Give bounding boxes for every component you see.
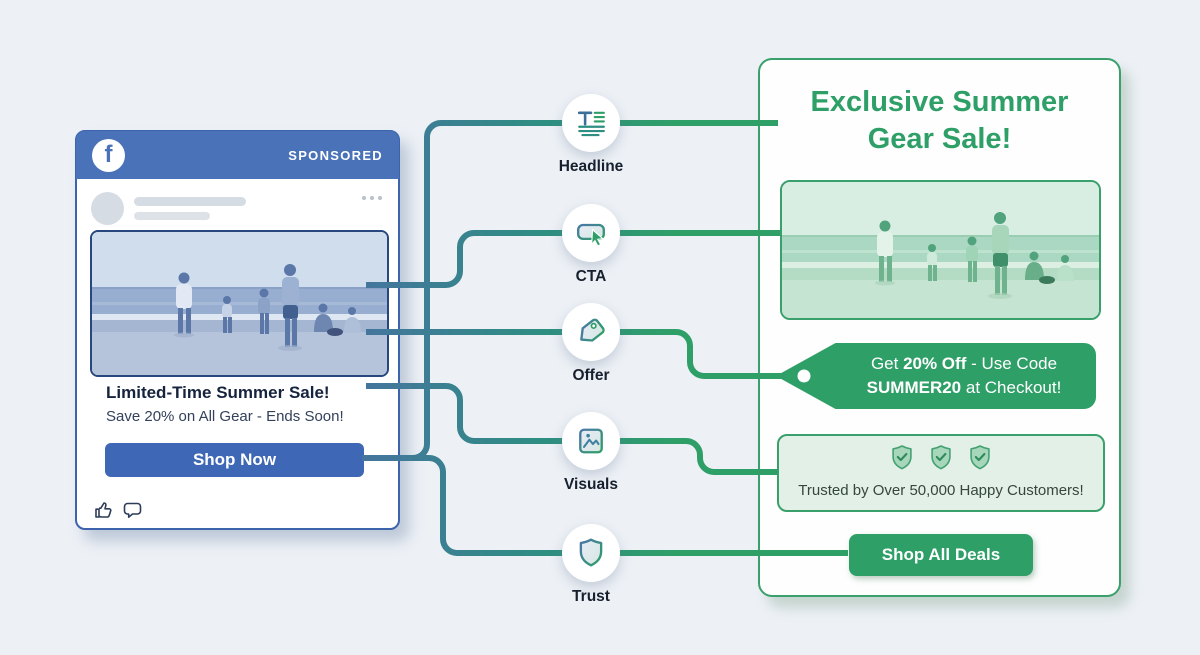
cta-node [562, 204, 620, 262]
offer-tag: Get 20% Off - Use Code SUMMER20 at Check… [778, 341, 1100, 411]
landing-beach-photo [780, 180, 1101, 320]
facebook-logo-letter: f [104, 141, 113, 168]
visuals-node [562, 412, 620, 470]
comment-icon[interactable] [123, 500, 143, 519]
offer-tag-text: Get 20% Off - Use Code SUMMER20 at Check… [866, 354, 1062, 397]
button-cursor-icon [577, 223, 605, 247]
ad-beach-photo [90, 230, 389, 377]
facebook-logo: f [92, 138, 125, 172]
more-options-icon[interactable] [362, 196, 382, 200]
headline-node-label: Headline [558, 158, 624, 175]
cta-node-label: CTA [575, 268, 607, 285]
trust-shield-check-icon [931, 445, 951, 470]
like-icon[interactable] [94, 500, 114, 519]
trust-shield-check-icon [970, 445, 990, 470]
landing-title: Exclusive Summer Gear Sale! [810, 86, 1069, 155]
profile-placeholder-bars [134, 197, 246, 220]
facebook-ad-card: f SPONSORED [75, 130, 400, 530]
offer-node [562, 303, 620, 361]
ad-headline: Limited-Time Summer Sale! [106, 383, 330, 402]
sponsored-label: SPONSORED [288, 147, 383, 163]
picture-icon [579, 428, 603, 454]
shield-icon [579, 538, 603, 567]
offer-node-label: Offer [572, 367, 610, 384]
ad-subtext: Save 20% on All Gear - Ends Soon! [106, 408, 344, 425]
shop-now-button[interactable]: Shop Now [105, 443, 364, 477]
landing-page-panel: Exclusive Summer Gear Sale! [758, 58, 1121, 597]
trust-node [562, 524, 620, 582]
ad-profile-row [91, 192, 246, 225]
facebook-ad-header: f SPONSORED [76, 131, 399, 179]
trust-node-label: Trust [572, 588, 610, 605]
text-headline-icon [577, 111, 605, 137]
trust-text: Trusted by Over 50,000 Happy Customers! [798, 482, 1084, 499]
headline-node [562, 94, 620, 152]
trust-shield-check-icon [892, 445, 912, 470]
visuals-node-label: Visuals [563, 476, 618, 493]
price-tag-icon [580, 318, 605, 342]
avatar [91, 192, 124, 225]
trust-box: Trusted by Over 50,000 Happy Customers! [777, 434, 1105, 512]
shop-all-deals-button[interactable]: Shop All Deals [849, 534, 1033, 576]
